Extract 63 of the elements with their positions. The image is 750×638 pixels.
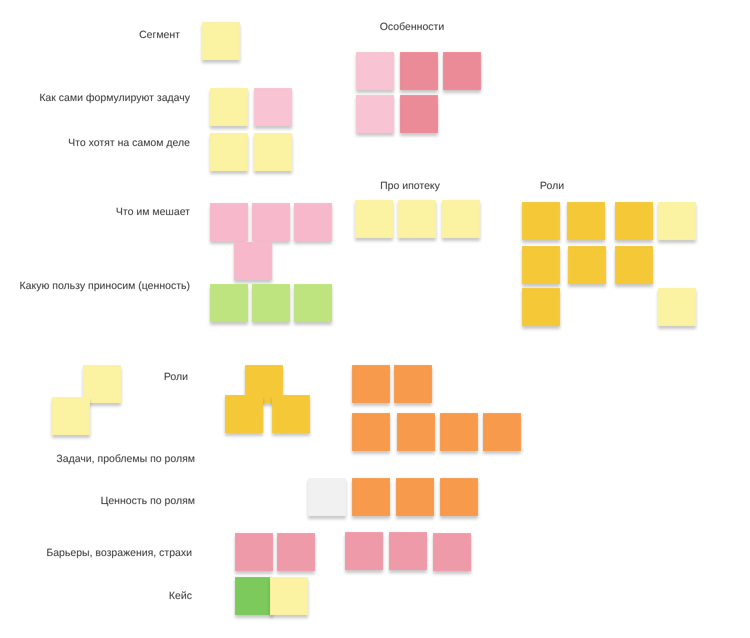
sticky-note bbox=[52, 397, 90, 435]
sticky-note bbox=[394, 365, 432, 403]
sticky-note bbox=[658, 202, 696, 240]
sticky-note bbox=[400, 95, 438, 133]
sticky-note bbox=[252, 203, 290, 241]
sticky-note bbox=[83, 365, 121, 403]
section-heading: Как сами формулируют задачу bbox=[39, 92, 190, 104]
section-heading: Про ипотеку bbox=[380, 180, 440, 192]
section-heading: Что хотят на самом деле bbox=[68, 137, 190, 149]
sticky-note bbox=[440, 413, 478, 451]
sticky-note bbox=[352, 365, 390, 403]
section-heading: Задачи, проблемы по ролям bbox=[56, 453, 195, 465]
sticky-note bbox=[252, 284, 290, 322]
sticky-note bbox=[210, 203, 248, 241]
sticky-note bbox=[389, 532, 427, 570]
sticky-note bbox=[440, 478, 478, 516]
sticky-note bbox=[345, 532, 383, 570]
sticky-note bbox=[442, 200, 480, 238]
sticky-note bbox=[396, 478, 434, 516]
sticky-note bbox=[356, 95, 394, 133]
sticky-note bbox=[210, 88, 248, 126]
sticky-note bbox=[270, 577, 308, 615]
sticky-note bbox=[294, 284, 332, 322]
sticky-note bbox=[615, 246, 653, 284]
sticky-note bbox=[234, 242, 272, 280]
section-heading: Какую пользу приносим (ценность) bbox=[20, 280, 190, 292]
sticky-note bbox=[522, 246, 560, 284]
sticky-note bbox=[254, 133, 292, 171]
sticky-note bbox=[397, 413, 435, 451]
sticky-note bbox=[235, 533, 273, 571]
sticky-note bbox=[202, 22, 240, 60]
sticky-note bbox=[483, 413, 521, 451]
sticky-note bbox=[308, 478, 346, 516]
sticky-note bbox=[658, 288, 696, 326]
section-heading: Ценность по ролям bbox=[100, 495, 195, 507]
section-heading: Кейс bbox=[168, 590, 192, 602]
sticky-note bbox=[254, 88, 292, 126]
sticky-note bbox=[398, 200, 436, 238]
section-heading: Роли bbox=[164, 371, 188, 383]
sticky-note bbox=[356, 52, 394, 90]
sticky-note bbox=[225, 395, 263, 433]
sticky-note bbox=[522, 202, 560, 240]
sticky-note bbox=[352, 478, 390, 516]
sticky-note bbox=[210, 284, 248, 322]
sticky-note bbox=[294, 203, 332, 241]
section-heading: Особенности bbox=[380, 21, 444, 33]
sticky-note bbox=[210, 133, 248, 171]
sticky-note bbox=[567, 202, 605, 240]
sticky-note bbox=[522, 288, 560, 326]
section-heading: Барьеры, возражения, страхи bbox=[46, 547, 192, 559]
sticky-note bbox=[433, 533, 471, 571]
sticky-note bbox=[277, 533, 315, 571]
section-heading: Сегмент bbox=[139, 29, 180, 41]
sticky-note bbox=[443, 52, 481, 90]
section-heading: Роли bbox=[540, 180, 564, 192]
sticky-note bbox=[400, 52, 438, 90]
sticky-note bbox=[235, 577, 273, 615]
sticky-note bbox=[272, 395, 310, 433]
section-heading: Что им мешает bbox=[116, 206, 190, 218]
sticky-note bbox=[355, 200, 393, 238]
sticky-note bbox=[352, 413, 390, 451]
sticky-note bbox=[615, 202, 653, 240]
sticky-note bbox=[568, 246, 606, 284]
